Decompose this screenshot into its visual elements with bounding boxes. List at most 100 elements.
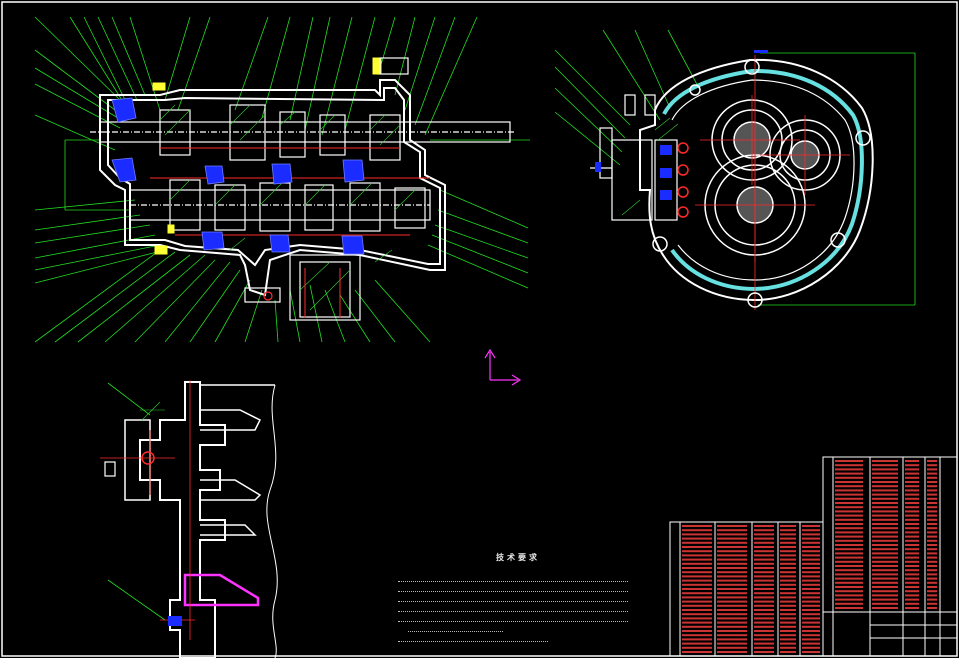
side-red-marks [677,142,689,218]
table-cell-text [682,529,712,532]
leader-lines-right [427,139,530,289]
table-cell-text [754,646,774,649]
table-cell-text [682,617,712,620]
table-cell-text [780,558,796,561]
table-cell-text [835,464,863,467]
table-cell-text [717,596,747,599]
table-cell-text [717,554,747,557]
table-cell-text [835,560,863,563]
table-cell-text [754,579,774,582]
table-cell-text [872,598,898,601]
table-cell-text [802,533,820,536]
table-cell-text [682,596,712,599]
table-cell-text [717,651,747,653]
table-cell-text [872,552,898,555]
table-cell-text [802,541,820,544]
table-cell-text [927,514,937,517]
table-cell-text [927,598,937,601]
dimension-left [64,139,130,211]
table-cell-text [872,577,898,580]
table-cell-text [717,588,747,590]
bearings [111,97,365,255]
table-cell-text [872,590,898,593]
table-cell-text [835,481,863,483]
table-cell-text [780,630,796,632]
table-cell-text [872,560,898,563]
table-cell-text [905,510,919,513]
table-cell-text [835,493,863,496]
table-cell-text [835,472,863,475]
table-cell-text [927,552,937,555]
table-cell-text [780,600,796,603]
table-cell-text [802,592,820,595]
table-cell-text [717,592,747,595]
table-cell-text [872,514,898,517]
table-cell-text [717,634,747,637]
table-cell-text [802,575,820,578]
table-cell-text [905,489,919,492]
table-cell-text [780,609,796,611]
partial-leader-lines [107,382,166,621]
table-cell-text [872,539,898,542]
table-cell-text [717,546,747,548]
parts-list-grid [669,456,958,657]
side-leader-lines [554,29,916,306]
table-cell-text [754,609,774,611]
table-cell-text [835,523,863,525]
accent-parts [152,57,382,255]
table-cell-text [835,539,863,542]
table-cell-text [780,533,796,536]
table-cell-text [802,554,820,557]
table-cell-text [780,546,796,548]
table-cell-text [780,651,796,653]
leader-lines-left [34,49,166,284]
table-cell-text [872,510,898,513]
table-cell-text [872,481,898,483]
requirement-line [398,572,628,582]
table-cell-text [682,609,712,611]
table-cell-text [717,621,747,624]
table-cell-text [717,617,747,620]
table-cell-text [835,489,863,492]
table-cell-text [780,541,796,544]
table-cell-text [754,621,774,624]
table-cell-text [780,604,796,607]
table-cell-text [780,638,796,641]
table-cell-text [905,569,919,572]
table-cell-text [927,510,937,513]
table-cell-text [754,630,774,632]
table-cell-text [905,468,919,471]
table-cell-text [927,531,937,534]
table-cell-text [835,544,863,546]
table-cell-text [835,514,863,517]
table-cell-text [802,609,820,611]
table-cell-text [780,529,796,532]
table-cell-text [872,556,898,559]
table-cell-text [905,518,919,521]
table-cell-text [682,630,712,632]
table-cell-text [754,600,774,603]
table-cell-text [802,613,820,616]
table-cell-text [835,506,863,509]
table-cell-text [754,613,774,616]
gear-sections [159,104,426,232]
table-cell-text [835,594,863,597]
table-cell-text [802,579,820,582]
table-cell-text [905,481,919,483]
table-cell-text [802,600,820,603]
table-cell-text [872,573,898,576]
requirement-line [408,622,503,632]
table-cell-text [905,502,919,504]
table-cell-text [682,638,712,641]
side-housing-gasket [662,68,864,292]
table-cell-text [802,567,820,569]
table-cell-text [905,556,919,559]
table-cell-text [682,579,712,582]
table-cell-text [905,527,919,530]
table-cell-text [780,571,796,574]
table-cell-text [927,493,937,496]
table-cell-text [780,617,796,620]
table-cell-text [927,489,937,492]
table-cell-text [780,596,796,599]
